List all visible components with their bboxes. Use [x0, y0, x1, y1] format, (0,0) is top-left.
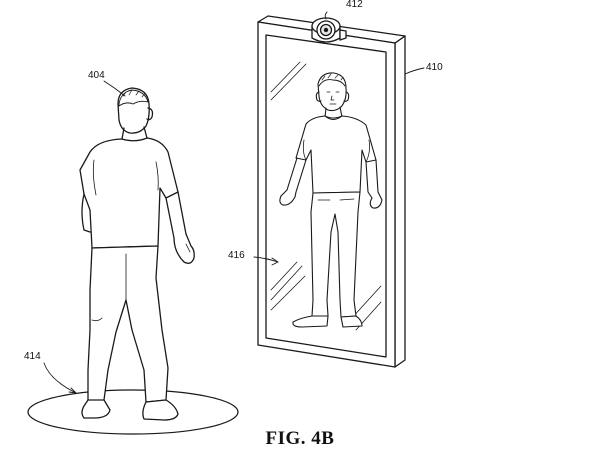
- camera-device: [311, 17, 347, 43]
- ref-label-reflection: 416: [228, 250, 245, 261]
- ref-label-mirror: 410: [426, 62, 443, 73]
- figure-caption: FIG. 4B: [265, 428, 335, 449]
- person-figure: [79, 87, 195, 421]
- floor-area-ellipse: [27, 389, 239, 435]
- ref-label-person: 404: [88, 70, 105, 81]
- mirror-reflection: [279, 72, 383, 328]
- leader-lines: [43, 11, 425, 394]
- glass-sheen: [270, 61, 382, 331]
- ref-label-floor-area: 414: [24, 351, 41, 362]
- ref-label-camera: 412: [346, 0, 363, 10]
